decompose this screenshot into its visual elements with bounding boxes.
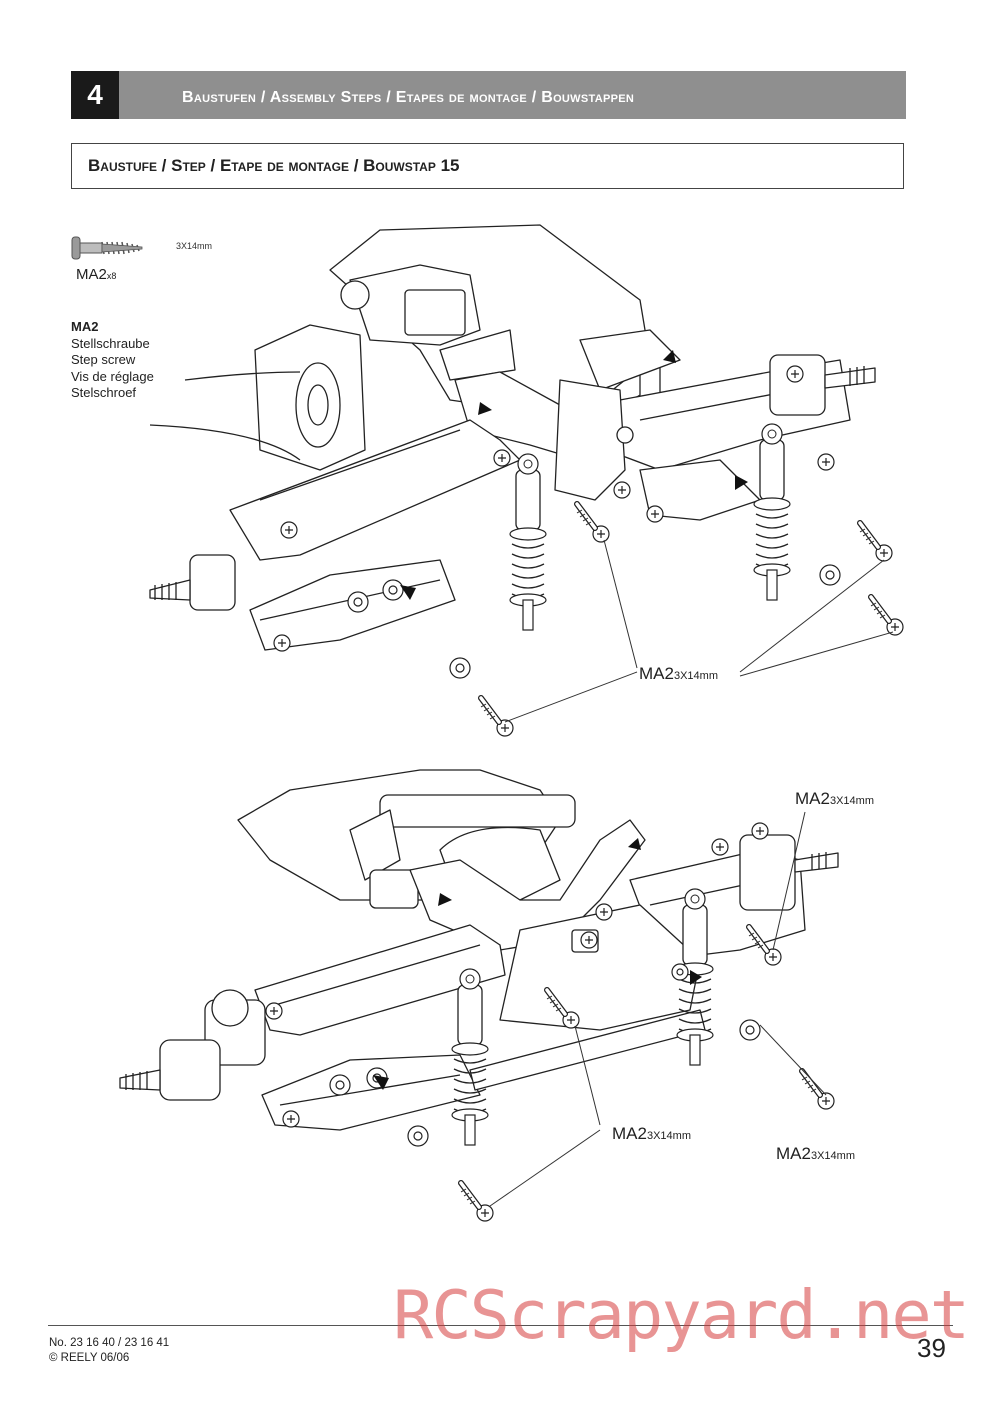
callout-size: 3X14mm <box>829 795 874 807</box>
part-legend: MA2 Stellschraube Step screw Vis de régl… <box>71 319 154 402</box>
page-number: 39 <box>917 1333 946 1363</box>
step-title: Baustufe / Step / Etape de montage / Bou… <box>88 156 460 175</box>
callout-code: MA2 <box>612 1124 647 1143</box>
legend-line-de: Stellschraube <box>71 335 150 351</box>
callout-lower-right-bottom: MA23X14mm <box>776 1144 855 1164</box>
footer-rule <box>48 1325 953 1326</box>
footer-item-number: No. 23 16 40 / 23 16 41 <box>49 1337 170 1349</box>
legend-line-nl: Stelschroef <box>71 385 137 400</box>
step-box: Baustufe / Step / Etape de montage / Bou… <box>71 143 904 189</box>
legend-line-en: Step screw <box>71 352 136 367</box>
chapter-number: 4 <box>71 71 119 119</box>
callout-size: 3X14mm <box>673 670 718 682</box>
legend-code: MA2 <box>71 319 99 334</box>
step-screw-icon <box>71 236 143 260</box>
callout-lower-center: MA23X14mm <box>612 1124 691 1144</box>
callout-code: MA2 <box>776 1144 811 1163</box>
footer-copyright: © REELY 06/06 <box>49 1352 130 1364</box>
legend-line-fr: Vis de réglage <box>71 368 154 384</box>
callout-size: 3X14mm <box>810 1150 855 1162</box>
watermark: RCScrapyard.net <box>393 1276 970 1354</box>
callout-upper: MA23X14mm <box>639 664 718 684</box>
callout-size: 3X14mm <box>646 1130 691 1142</box>
part-count: x8 <box>106 271 117 281</box>
callout-lower-right-top: MA23X14mm <box>795 789 874 809</box>
callout-code: MA2 <box>639 664 674 683</box>
header-title: Baustufen / Assembly Steps / Etapes de m… <box>182 89 635 106</box>
header-bar <box>71 71 906 119</box>
footer-reference: No. 23 16 40 / 23 16 41 © REELY 06/06 <box>49 1336 169 1366</box>
part-code: MA2 <box>76 266 107 283</box>
screw-size-label: 3X14mm <box>176 241 213 251</box>
part-quantity: MA2x8 <box>76 266 116 283</box>
callout-code: MA2 <box>795 789 830 808</box>
